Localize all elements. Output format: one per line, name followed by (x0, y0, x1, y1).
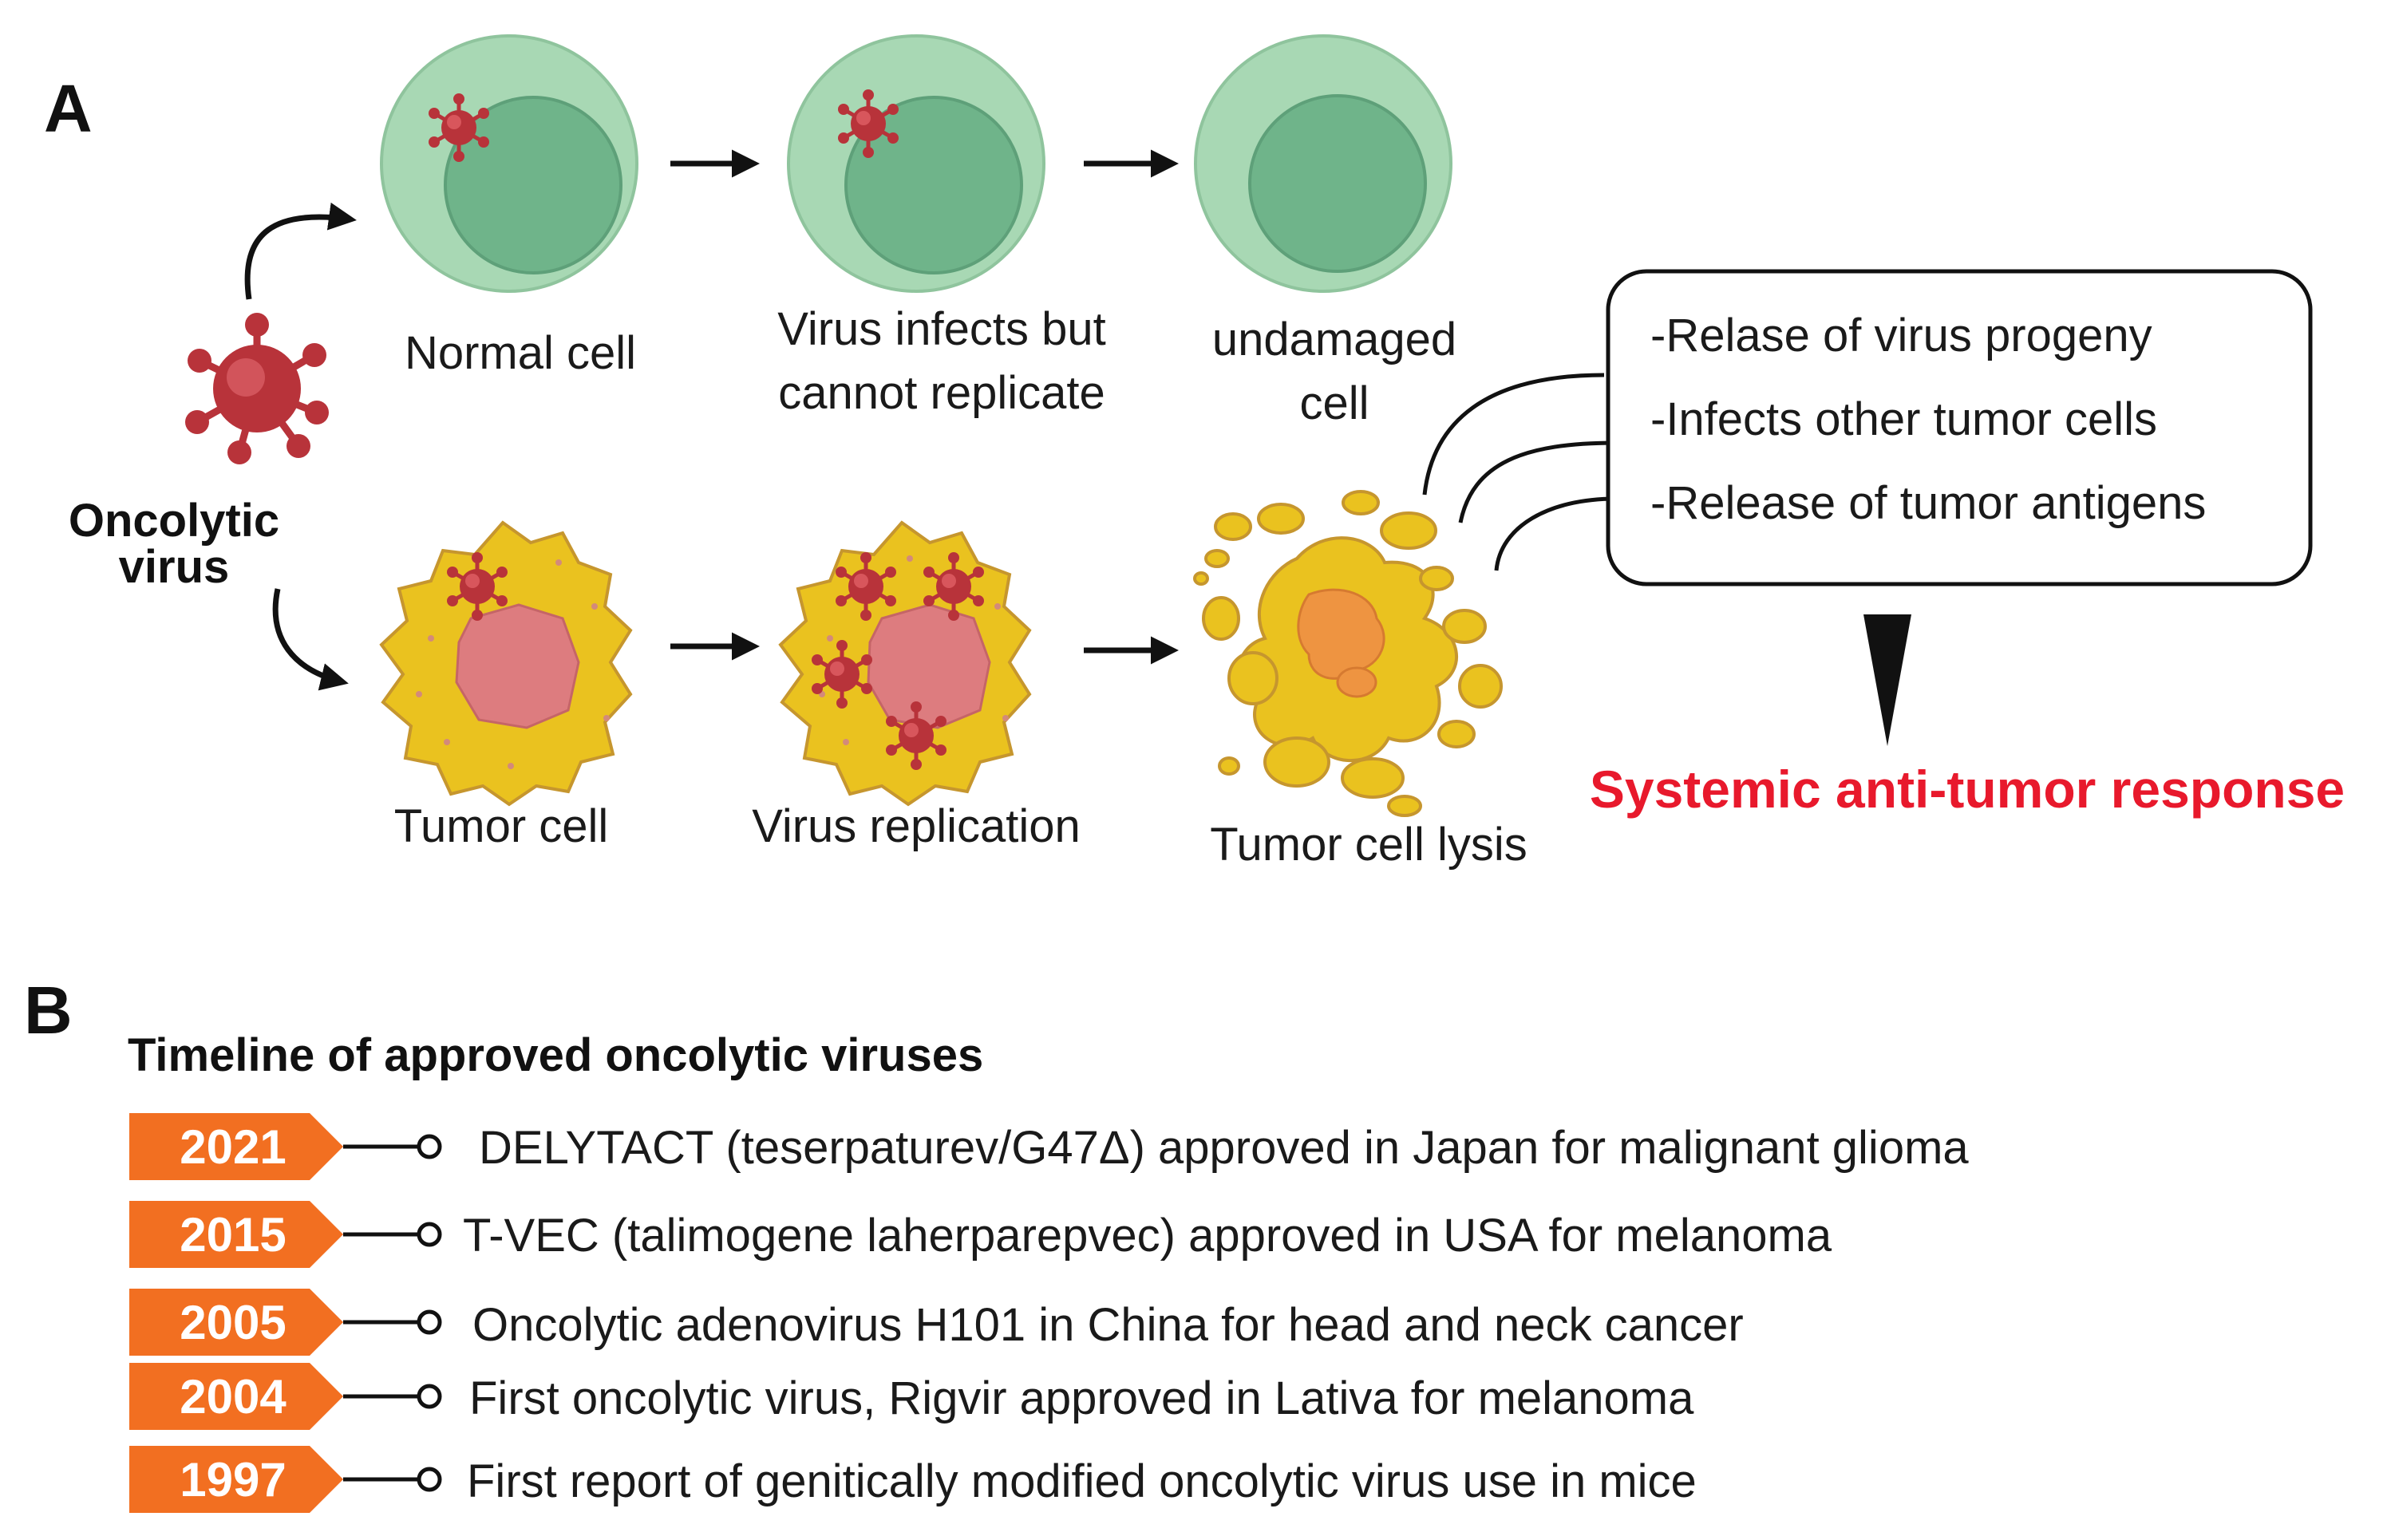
virus-replication-label: Virus replication (752, 800, 1081, 852)
connector-2 (1458, 440, 1617, 523)
timeline-node-icon (417, 1222, 442, 1247)
year-label: 2004 (180, 1370, 287, 1424)
outcome-label: Systemic anti-tumor response (1590, 760, 2345, 819)
year-label: 2015 (180, 1208, 286, 1262)
year-label: 2021 (180, 1120, 286, 1174)
entry-text: Oncolytic adenovirus H101 in China for h… (472, 1299, 1744, 1351)
undamaged-label-line2: cell (1299, 377, 1369, 429)
effect-item-1: -Relase of virus progeny (1650, 310, 2152, 361)
entry-text: T-VEC (talimogene laherparepvec) approve… (463, 1210, 1832, 1262)
entry-text: First report of genitically modified onc… (467, 1455, 1697, 1507)
arrow-to-normal-cell (244, 202, 357, 300)
arrow-to-tumor-cell (272, 588, 349, 691)
lysis-nucleus (1297, 588, 1385, 698)
connector-1 (1422, 373, 1605, 496)
year-tag (129, 1201, 343, 1268)
timeline-node-icon (417, 1467, 442, 1492)
normal-cell-infected (787, 34, 1045, 293)
virus-label-line2: virus (119, 541, 230, 593)
normal-cell-label: Normal cell (405, 327, 636, 379)
timeline-node-icon (417, 1384, 442, 1409)
year-tag (129, 1289, 343, 1356)
year-tag (129, 1363, 343, 1430)
normal-cell (380, 34, 638, 293)
tumor-cell-label: Tumor cell (394, 800, 609, 852)
year-tag (129, 1113, 343, 1180)
undamaged-cell (1194, 34, 1452, 293)
timeline-title: Timeline of approved oncolytic viruses (128, 1029, 983, 1081)
timeline-entry: 2005 Oncolytic adenovirus H101 in China … (129, 1289, 1744, 1356)
oncolytic-virus-icon (185, 313, 329, 464)
effects-box (1606, 269, 2313, 586)
undamaged-label-line1: undamaged (1212, 314, 1456, 365)
timeline-entry: 2004 First oncolytic virus, Rigvir appro… (129, 1363, 1694, 1430)
infect-label-line2: cannot replicate (778, 367, 1105, 419)
panel-b-letter: B (24, 973, 73, 1048)
virus-label-line1: Oncolytic (69, 495, 279, 547)
lysis-label: Tumor cell lysis (1210, 819, 1527, 871)
timeline-node-icon (417, 1309, 442, 1335)
year-label: 2005 (180, 1296, 286, 1349)
effect-item-3: -Release of tumor antigens (1650, 477, 2206, 529)
timeline-entry: 2015 T-VEC (talimogene laherparepvec) ap… (129, 1201, 1832, 1268)
tumor-cell (379, 520, 633, 807)
entry-text: DELYTACT (teserpaturev/G47Δ) approved in… (479, 1122, 1969, 1174)
panel-a-letter: A (44, 71, 93, 146)
connector-3 (1494, 496, 1617, 571)
effect-item-2: -Infects other tumor cells (1650, 393, 2157, 445)
timeline-entry: 1997 First report of genitically modifie… (129, 1446, 1697, 1513)
entry-text: First oncolytic virus, Rigvir approved i… (469, 1372, 1694, 1424)
tumor-cell-replicating (778, 520, 1032, 807)
timeline-node-icon (417, 1134, 442, 1159)
down-arrow-icon (1863, 614, 1911, 746)
year-tag (129, 1446, 343, 1513)
timeline-entry: 2021 DELYTACT (teserpaturev/G47Δ) approv… (129, 1113, 1969, 1180)
infect-label-line1: Virus infects but (777, 303, 1106, 355)
year-label: 1997 (180, 1453, 286, 1506)
